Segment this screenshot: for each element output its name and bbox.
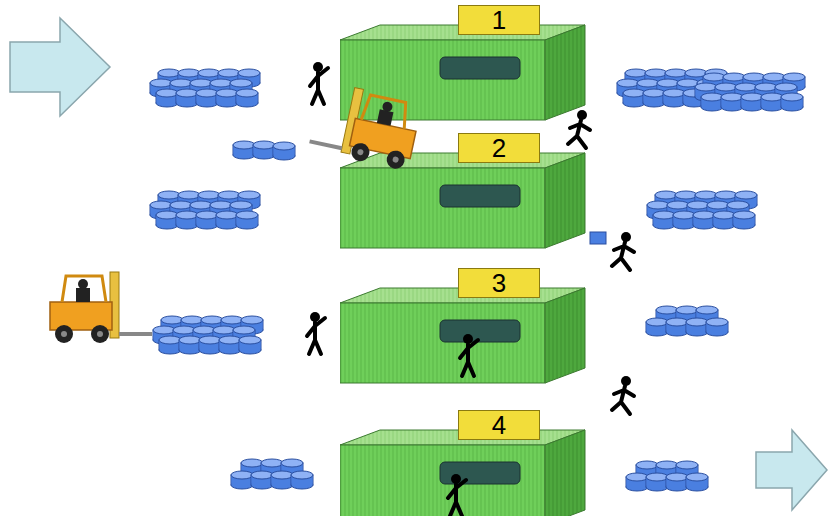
flow-arrow [10,18,110,116]
worker-figure [460,334,478,376]
inventory-pile [646,306,728,336]
station-number: 2 [459,134,539,162]
station-tag: 3 [458,268,540,298]
worker-figure [448,474,466,516]
machine-outline [340,5,590,123]
worker-figure [612,376,634,414]
machine-box: 1 [340,5,590,123]
inventory-pile [626,461,708,491]
station-tag: 2 [458,133,540,163]
forklift [50,272,152,343]
machine-box: 3 [340,268,590,386]
inventory-pile [153,316,263,354]
inventory-pile [617,69,727,107]
inventory-load [233,141,295,160]
forklift [308,81,423,172]
machine-outline [340,133,590,251]
station-tag: 4 [458,410,540,440]
machine-outline [340,410,590,516]
worker-figure [307,312,325,354]
inventory-pile [647,191,757,229]
worker-figure [568,110,590,148]
inventory-pile [695,73,805,111]
worker-figure [310,62,328,104]
inventory-pile [150,69,260,107]
worker-figure [590,232,634,270]
station-number: 1 [459,6,539,34]
station-number: 4 [459,411,539,439]
station-number: 3 [459,269,539,297]
inventory-pile [150,191,260,229]
machine-box: 2 [340,133,590,251]
station-tag: 1 [458,5,540,35]
machine-outline [340,268,590,386]
machine-box: 4 [340,410,590,516]
inventory-pile [231,459,313,489]
flow-arrow [756,430,827,510]
